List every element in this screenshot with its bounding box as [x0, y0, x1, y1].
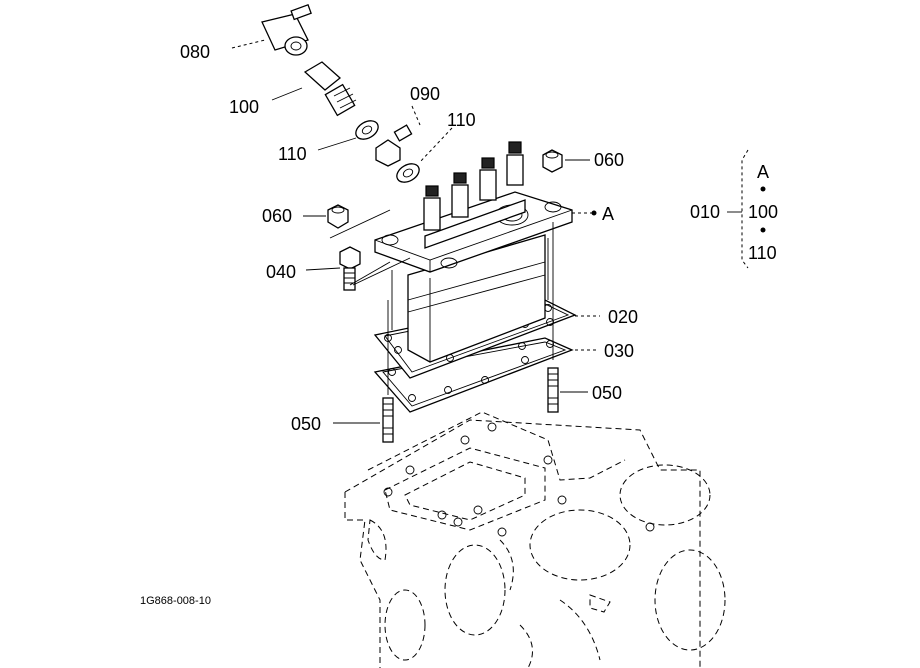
- washer-110-left: [355, 120, 379, 140]
- fitting-080: [261, 3, 312, 56]
- callout-060-right: 060: [594, 150, 624, 170]
- legend-bracket: [727, 149, 766, 269]
- callout-030: 030: [604, 341, 634, 361]
- stud-050-left: [382, 397, 394, 443]
- gasket-030: [373, 337, 574, 413]
- legend-group-010: 010: [690, 202, 720, 222]
- delivery-valve-holders: [423, 141, 524, 231]
- callout-110-top: 110: [447, 110, 476, 130]
- nut-060-right: [542, 149, 563, 173]
- callout-090: 090: [410, 84, 440, 104]
- nut-060-left: [327, 204, 349, 229]
- engine-block: [344, 411, 726, 668]
- bolt-040: [339, 246, 361, 291]
- block-bolt-holes: [383, 422, 655, 537]
- callout-110-left: 110: [278, 144, 307, 164]
- banjo-bolt-100: [303, 61, 357, 117]
- callout-100: 100: [229, 97, 259, 117]
- stud-050-right: [547, 367, 559, 413]
- callout-a: A: [602, 204, 614, 224]
- drawing-code: 1G868-008-10: [140, 595, 211, 607]
- callout-020: 020: [608, 307, 638, 327]
- bleed-screw-090: [375, 124, 413, 167]
- leader-lines: [231, 39, 600, 424]
- callout-050-right: 050: [592, 383, 622, 403]
- legend-item-110: 110: [748, 243, 777, 263]
- callout-040: 040: [266, 262, 296, 282]
- reference-dot-a: [591, 210, 597, 216]
- legend-item-a: A: [757, 162, 769, 182]
- callout-060-left: 060: [262, 206, 292, 226]
- legend-item-100: 100: [748, 202, 778, 222]
- washer-110-right: [396, 163, 420, 183]
- callout-050-left: 050: [291, 414, 321, 434]
- injection-pump-body: [374, 141, 573, 363]
- callout-080: 080: [180, 42, 210, 62]
